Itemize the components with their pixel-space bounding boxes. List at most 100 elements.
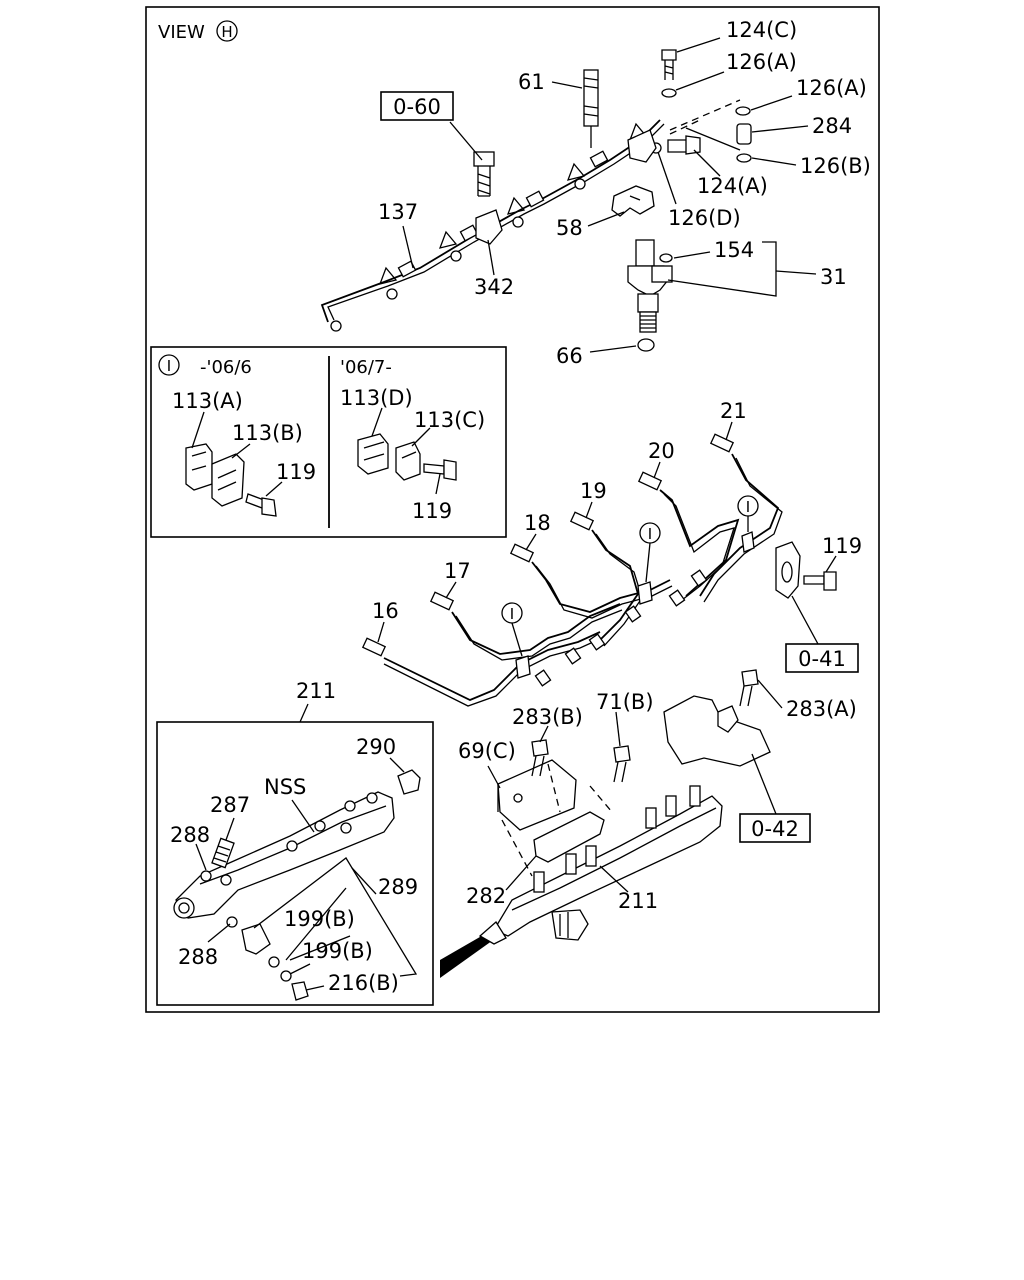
leader-288-a [195,843,207,871]
washer-126a-1 [661,88,677,98]
clip-marker-letter-3: I [510,605,514,623]
rail-detail-port-1 [344,800,356,812]
pipe-20 [659,489,740,597]
pipe-17-inner [455,609,623,661]
view-label: VIEW [158,22,205,43]
bracket-69c [497,759,577,831]
pipe-21 [699,453,780,597]
leader-288-b [207,923,231,943]
label-113b: 113(B) [232,421,303,445]
ref-box-0-60 [380,91,454,121]
leader-289 [351,867,377,895]
bolt-124c-shank [664,60,674,80]
leader-216b [305,985,325,991]
injector-nozzle-rings [640,315,656,329]
rail-pressure-sensor [551,909,589,941]
rail-outlet-6 [689,785,701,807]
main-rail-labels: 283(B) 71(B) 283(A) 69(C) 282 211 [458,690,857,913]
leader-19 [585,501,593,519]
label-nss: NSS [264,775,306,799]
bracket-0-42-clip [717,705,739,733]
label-113c: 113(C) [414,408,485,432]
label-61: 61 [518,70,545,94]
label-211-main: 211 [618,889,658,913]
banjo-fitting-2 [459,224,479,242]
washer-126b [736,153,752,163]
inset-marker-letter: I [167,357,171,375]
label-342: 342 [474,275,514,299]
leader-18 [525,533,537,551]
rail-outlet-4 [645,807,657,829]
leader-287 [225,817,235,841]
clamp-113c [395,441,421,481]
inset-marker-circle [158,354,180,376]
bolt-119-c [803,575,825,585]
leader-nss [291,799,315,833]
label-290: 290 [356,735,396,759]
bolt-119-c-head [823,571,837,591]
bracket-69c-hole [513,793,523,803]
leader-31 [775,270,817,275]
label-16: 16 [372,599,399,623]
limiter-289 [241,923,271,955]
pipe-20-nut [637,471,663,491]
rail-detail-port-5 [340,822,352,834]
guide-dashes-upper [669,99,741,135]
label-154: 154 [714,238,754,262]
pipe-nut-2 [386,288,398,300]
pipe-21-inner [703,457,783,603]
ref-box-0-42 [739,813,811,843]
pipe-16-nut [361,637,387,657]
leader-126a-1 [675,71,725,91]
label-282: 282 [466,884,506,908]
bracket-0-42 [663,695,771,767]
clip-marker-letter-1: I [746,498,750,516]
label-288-b: 288 [178,945,218,969]
bolt-124a-head [685,135,701,155]
label-119-b: 119 [412,499,452,523]
leader-154 [673,251,711,259]
fitting-284 [736,123,752,145]
label-126b: 126(B) [800,154,871,178]
bracket-58 [611,185,655,217]
pipe-end-nut-2 [564,647,582,665]
pipe-17 [451,603,621,655]
bolt-0-60-shank [477,166,491,197]
pipe-clip-i-1 [741,531,755,553]
pipe-16 [383,631,601,701]
injector-top-stem [635,239,655,267]
pipe-end-nut-1 [534,669,552,687]
main-rail-leaders [487,679,783,893]
pipe-clip-4 [566,162,586,181]
leader-113d [371,407,383,437]
label-113a: 113(A) [172,389,243,413]
ref-0-41: 0-41 [798,647,846,671]
leader-17 [445,581,457,599]
leader-211-main [599,865,629,893]
leader-113b [231,443,251,459]
leader-211-inset [299,703,309,723]
label-211-inset: 211 [296,679,336,703]
label-199b-b: 199(B) [302,939,373,963]
washer-288-a [200,870,212,882]
gasket-66 [637,338,655,352]
view-letter: H [221,23,232,41]
sensor-290 [397,769,421,795]
label-124c: 124(C) [726,18,797,42]
bolt-119-a-head [261,497,277,517]
inset-rail-labels: 290 NSS 287 288 288 289 199(B) 199(B) 21… [170,735,418,995]
clamp-113a-detail [191,451,207,471]
label-17: 17 [444,559,471,583]
leader-113c [411,427,431,447]
inset-rail-box [156,721,434,1006]
pipe-19-nut [569,511,595,531]
leader-124a [693,149,721,177]
clamp-113c-detail [401,451,417,459]
rail-detail-port-6 [220,874,232,886]
pipe-nut-5 [574,178,586,190]
guide-line-upper [685,127,741,151]
label-287: 287 [210,793,250,817]
washer-199b-a [268,956,280,968]
label-126a-1: 126(A) [726,50,797,74]
